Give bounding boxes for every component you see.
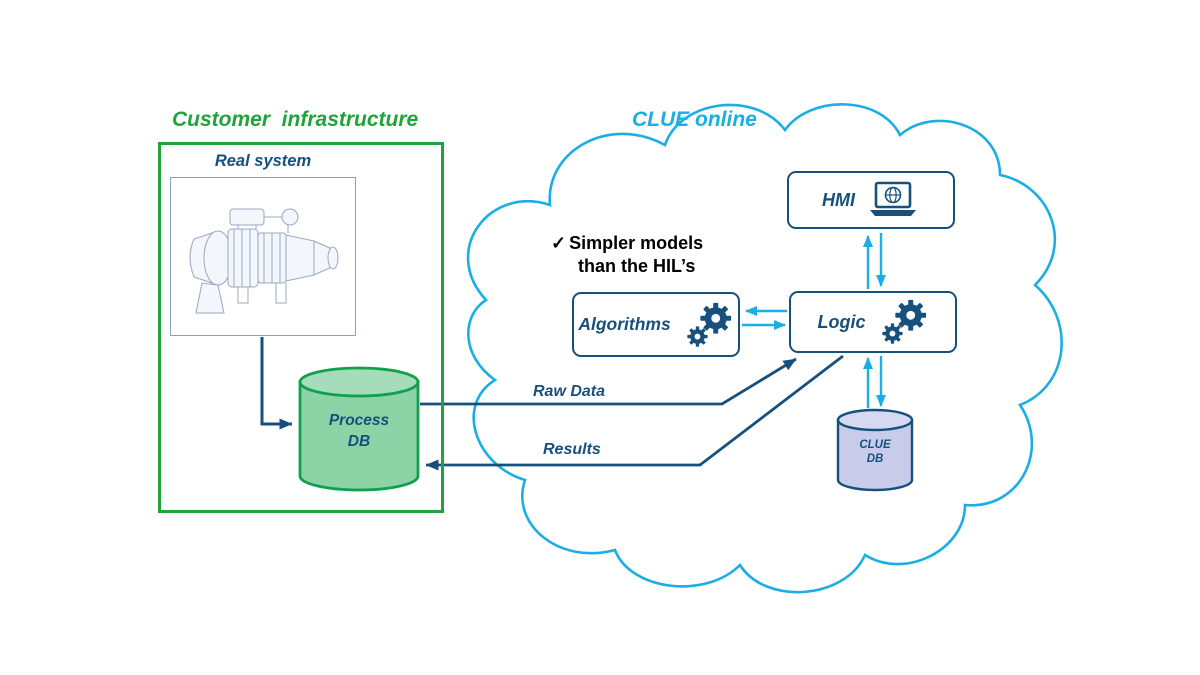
note-text-line1: Simpler models [569,233,704,253]
clue-db-cylinder [836,408,914,492]
process-db-cylinder [298,366,420,492]
real-system-to-processdb-arrow [260,337,293,430]
clue-db-label-line2: DB [866,453,884,465]
algorithms-label: Algorithms [578,314,671,334]
results-label: Results [543,441,601,458]
customer-infrastructure-title: Customer infrastructure [172,108,419,131]
hmi-label: HMI [822,189,855,210]
real-system-image [170,177,356,336]
note-text-line2: than the HIL’s [578,256,696,277]
clue-online-title: CLUE online [632,108,757,131]
logic-label: Logic [817,311,866,332]
hmi-box: HMI [787,171,955,229]
algorithms-box: Algorithms [572,292,740,357]
gears-icon [881,299,926,344]
raw-data-label: Raw Data [533,383,606,400]
results-arrow [425,354,844,471]
turbine-drawing-icon [189,208,339,314]
gears-icon [686,302,731,347]
customer-infrastructure-box [158,142,444,513]
real-system-label: Real system [214,152,312,170]
process-db-label: Process DB [300,410,418,452]
raw-data-arrow [420,357,797,406]
laptop-globe-icon [870,181,916,216]
clue-cloud-outline [466,103,1063,594]
note-simpler-models: ✓Simpler models than the HIL’s [551,232,703,279]
process-db-label-line1: Process [328,412,390,429]
logic-box: Logic [789,291,957,353]
checkmark-icon: ✓ [551,233,567,253]
process-db-label-line2: DB [347,433,371,450]
clue-db-label: CLUE DB [838,438,912,466]
clue-db-label-line1: CLUE [859,439,891,451]
